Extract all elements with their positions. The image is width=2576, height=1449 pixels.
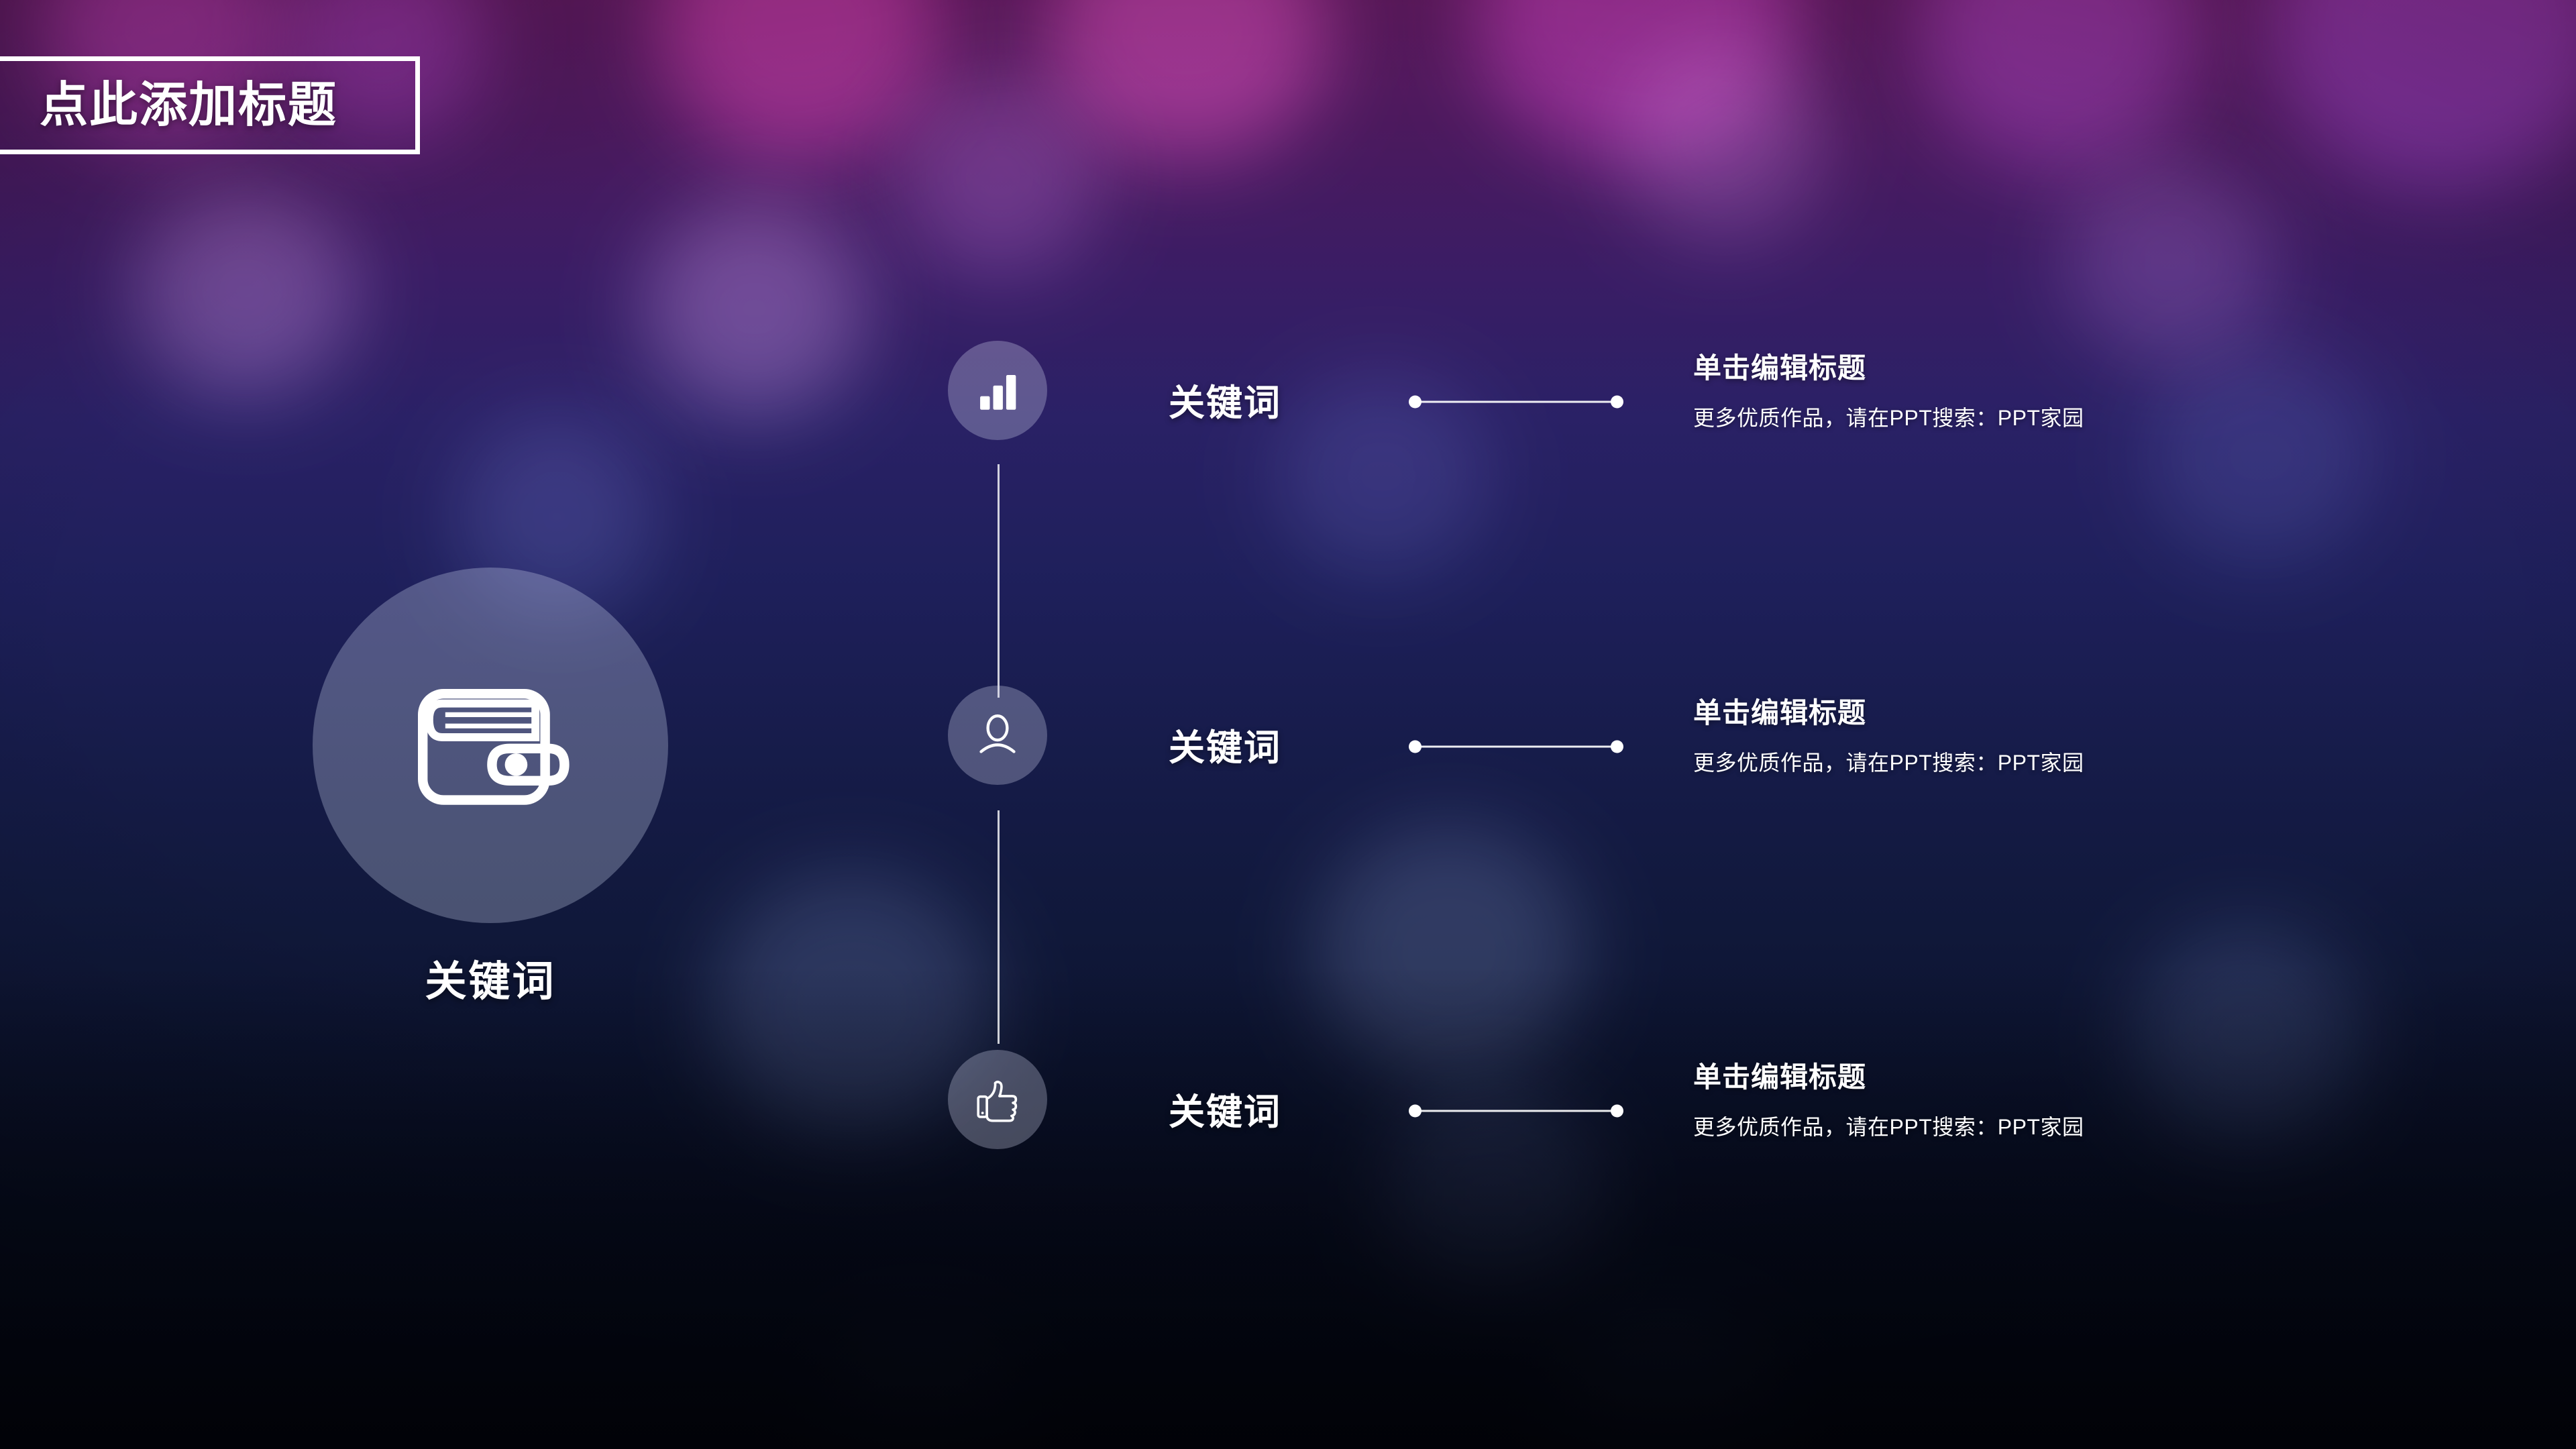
hero-label: 关键词 (425, 959, 556, 1005)
slide-title-box[interactable]: 点此添加标题 (0, 56, 420, 154)
row-title: 单击编辑标题 (1693, 697, 1867, 729)
row-keyword-label: 关键词 (1169, 1092, 1281, 1132)
row-text-block[interactable]: 单击编辑标题 更多优质作品，请在PPT搜索：PPT家园 (1693, 352, 2230, 434)
connector-line (1415, 745, 1617, 748)
row-connector (1409, 1104, 1623, 1118)
row-keyword-label: 关键词 (1169, 383, 1281, 423)
page-title: 点此添加标题 (40, 78, 338, 132)
background-bottom-shade (0, 966, 2576, 1449)
connector-line (1415, 400, 1617, 403)
connector-dot-right (1611, 740, 1623, 753)
connector-spine-lower (998, 810, 1000, 1044)
connector-dot-right (1611, 1104, 1623, 1118)
hero-circle-group[interactable]: 关键词 (313, 568, 668, 1005)
row-title: 单击编辑标题 (1693, 1061, 1867, 1093)
thumbs-up-icon[interactable] (948, 1050, 1047, 1149)
row-title: 单击编辑标题 (1693, 352, 1867, 384)
hero-circle-backdrop (313, 568, 668, 923)
row-text-block[interactable]: 单击编辑标题 更多优质作品，请在PPT搜索：PPT家园 (1693, 1061, 2230, 1143)
connector-line (1415, 1110, 1617, 1112)
wallet-icon (410, 665, 571, 826)
row-connector (1409, 395, 1623, 409)
user-icon[interactable] (948, 686, 1047, 785)
connector-spine-upper (998, 464, 1000, 698)
row-keyword-label: 关键词 (1169, 728, 1281, 768)
row-body: 更多优质作品，请在PPT搜索：PPT家园 (1693, 751, 2084, 775)
bar-chart-icon[interactable] (948, 341, 1047, 440)
connector-dot-right (1611, 395, 1623, 409)
row-text-block[interactable]: 单击编辑标题 更多优质作品，请在PPT搜索：PPT家园 (1693, 697, 2230, 779)
row-connector (1409, 740, 1623, 753)
row-body: 更多优质作品，请在PPT搜索：PPT家园 (1693, 1115, 2084, 1140)
row-body: 更多优质作品，请在PPT搜索：PPT家园 (1693, 406, 2084, 431)
